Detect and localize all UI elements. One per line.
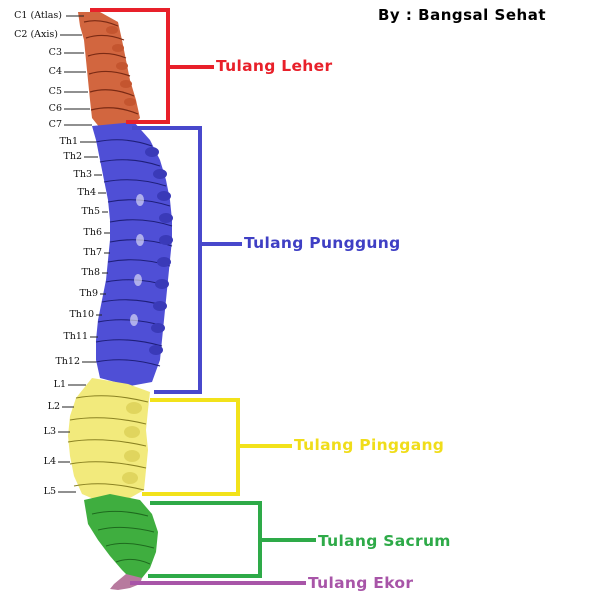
- bracket-leher: [90, 8, 214, 124]
- bracket-punggung: [132, 126, 242, 394]
- label-l3: L3: [43, 426, 56, 437]
- label-th8: Th8: [81, 267, 101, 278]
- vertebra-leader-lines: [58, 15, 110, 493]
- label-c7: C7: [48, 119, 62, 130]
- label-th1: Th1: [59, 136, 79, 147]
- label-th10: Th10: [69, 309, 94, 320]
- cervical-vertebrae: [78, 12, 140, 128]
- label-th11: Th11: [63, 331, 88, 342]
- label-th6: Th6: [83, 227, 103, 238]
- label-th9: Th9: [79, 288, 99, 299]
- label-th12: Th12: [55, 356, 80, 367]
- label-th7: Th7: [83, 247, 103, 258]
- credit-text: By : Bangsal Sehat: [378, 6, 546, 24]
- cervical-column: [78, 12, 140, 128]
- bracket-pinggang: [142, 398, 292, 496]
- region-label-ekor: Tulang Ekor: [308, 574, 414, 592]
- label-c4: C4: [48, 66, 62, 77]
- region-label-leher: Tulang Leher: [216, 57, 333, 75]
- label-c6: C6: [48, 103, 62, 114]
- region-label-punggung: Tulang Punggung: [244, 234, 401, 252]
- label-l2: L2: [47, 401, 60, 412]
- thoracic-vertebrae: [92, 122, 173, 386]
- label-l5: L5: [43, 486, 56, 497]
- lumbar-vertebrae: [67, 378, 150, 500]
- coccyx-shape: [110, 574, 142, 590]
- label-th2: Th2: [63, 151, 83, 162]
- label-th5: Th5: [81, 206, 101, 217]
- label-c1: C1 (Atlas): [14, 10, 62, 21]
- region-label-sacrum: Tulang Sacrum: [318, 532, 451, 550]
- label-l4: L4: [43, 456, 56, 467]
- coccyx-bone: [110, 574, 142, 590]
- bracket-sacrum: [148, 501, 316, 578]
- sacrum-bone: [84, 494, 158, 580]
- label-c3: C3: [48, 47, 62, 58]
- sacrum-shape: [84, 494, 158, 580]
- label-th3: Th3: [73, 169, 93, 180]
- label-c2: C2 (Axis): [14, 29, 58, 40]
- label-th4: Th4: [77, 187, 97, 198]
- region-label-pinggang: Tulang Pinggang: [294, 436, 445, 454]
- label-l1: L1: [53, 379, 66, 390]
- label-c5: C5: [48, 86, 62, 97]
